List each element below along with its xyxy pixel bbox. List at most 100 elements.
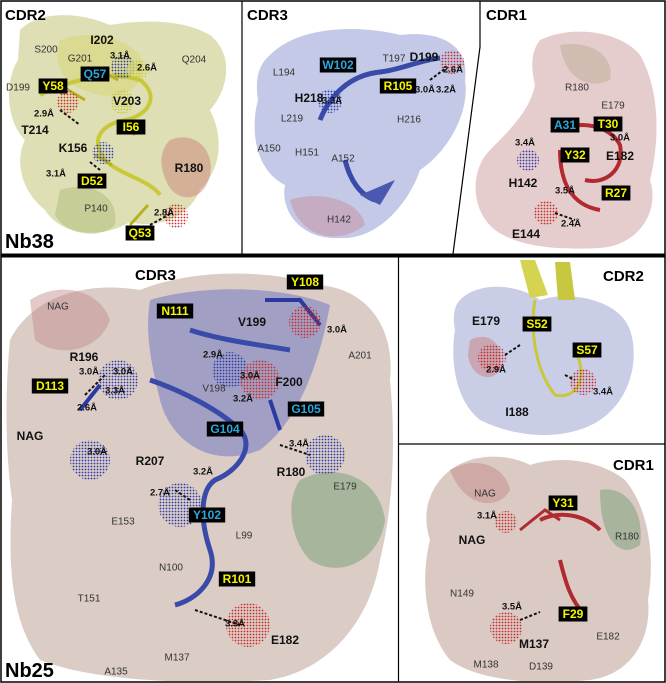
label-text: 3.0Å bbox=[240, 371, 260, 382]
label-text: E144 bbox=[512, 227, 540, 241]
residue-label-p3: H142 bbox=[509, 176, 538, 190]
label-text: H151 bbox=[295, 148, 319, 159]
h-bond bbox=[429, 67, 447, 81]
residue-label-p4: 3.4Å bbox=[289, 439, 309, 450]
contact-sphere bbox=[70, 440, 110, 480]
label-box bbox=[558, 606, 588, 622]
label-text: 3.4Å bbox=[593, 387, 613, 398]
residue-label-p3: T30 bbox=[593, 116, 623, 132]
residue-label-p1: 2.8Å bbox=[154, 208, 174, 219]
label-text: 3.0Å bbox=[415, 85, 435, 96]
residue-label-p1: G201 bbox=[68, 54, 93, 65]
residue-label-p5: 2.9Å bbox=[486, 365, 506, 376]
residue-label-p3: Y32 bbox=[560, 147, 590, 163]
label-text: E182 bbox=[596, 632, 620, 643]
surface-patch bbox=[30, 289, 110, 351]
label-text: N111 bbox=[161, 304, 189, 318]
label-text: Y31 bbox=[552, 496, 574, 510]
panel-nb25-cdr2 bbox=[453, 260, 634, 435]
residue-label-p4: D113 bbox=[31, 378, 69, 394]
residue-label-p1: R180 bbox=[175, 161, 204, 175]
label-text: 3.0Å bbox=[87, 447, 107, 458]
residue-label-p2: W102 bbox=[319, 57, 357, 73]
label-text: T151 bbox=[78, 594, 101, 605]
residue-label-p6: F29 bbox=[558, 606, 588, 622]
label-text: Y32 bbox=[564, 148, 586, 162]
residue-label-p4: 2.9Å bbox=[203, 350, 223, 361]
residue-label-p3: 3.4Å bbox=[515, 138, 535, 149]
label-text: F200 bbox=[275, 375, 303, 389]
residue-label-p3: 2.4Å bbox=[561, 219, 581, 230]
label-text: E182 bbox=[271, 633, 299, 647]
residue-label-p4: V198 bbox=[202, 384, 226, 395]
surface-patch bbox=[161, 137, 211, 198]
label-text: E179 bbox=[601, 101, 625, 112]
residue-label-p1: P140 bbox=[84, 204, 108, 215]
residue-label-p1: I202 bbox=[90, 33, 114, 47]
label-box bbox=[572, 342, 602, 358]
residue-label-p1: D52 bbox=[77, 173, 107, 189]
residue-label-p4: 3.0Å bbox=[79, 367, 99, 378]
residue-label-p1: D199 bbox=[6, 83, 30, 94]
residue-label-p2: H218 bbox=[295, 91, 324, 105]
contact-sphere bbox=[226, 603, 270, 647]
contact-sphere bbox=[534, 201, 558, 225]
label-text: Y58 bbox=[42, 79, 64, 93]
label-text: 3.0Å bbox=[327, 325, 347, 336]
label-text: E153 bbox=[111, 517, 135, 528]
label-text: 3.1Å bbox=[110, 51, 130, 62]
residue-label-p4: N100 bbox=[159, 563, 183, 574]
label-text: A201 bbox=[348, 351, 372, 362]
label-text: D199 bbox=[6, 83, 30, 94]
residue-label-p4: 3.0Å bbox=[327, 325, 347, 336]
residue-label-p4: E182 bbox=[271, 633, 299, 647]
label-text: 2.9Å bbox=[486, 365, 506, 376]
residue-label-p4: 3.0Å bbox=[113, 367, 133, 378]
label-box bbox=[125, 225, 155, 241]
label-box bbox=[522, 316, 552, 332]
label-box bbox=[38, 78, 68, 94]
residue-label-p4: NAG bbox=[17, 429, 44, 443]
surface-patch bbox=[55, 186, 116, 234]
label-text: F29 bbox=[563, 607, 584, 621]
residue-label-p4: A201 bbox=[348, 351, 372, 362]
residue-label-p2: T197 bbox=[383, 54, 406, 65]
residue-label-p4: R101 bbox=[218, 571, 256, 587]
residue-label-p1: 3.1Å bbox=[46, 169, 66, 180]
label-text: S57 bbox=[576, 343, 598, 357]
panel-title-p4: CDR3 bbox=[135, 267, 176, 284]
residue-label-p4: 2.6Å bbox=[77, 403, 97, 414]
residue-label-p4: 3.3Å bbox=[225, 619, 245, 630]
panel-title-p1: CDR2 bbox=[5, 7, 46, 24]
label-box bbox=[601, 185, 631, 201]
label-text: I188 bbox=[505, 405, 529, 419]
label-text: R101 bbox=[223, 572, 252, 586]
label-text: H218 bbox=[295, 91, 324, 105]
label-text: M137 bbox=[164, 653, 189, 664]
label-text: 3.5Å bbox=[502, 602, 522, 613]
residue-label-p1: S200 bbox=[34, 45, 58, 56]
label-box bbox=[206, 421, 244, 437]
residue-label-p4: G105 bbox=[287, 401, 325, 417]
residue-label-p3: E182 bbox=[606, 149, 634, 163]
residue-label-p6: Y31 bbox=[548, 495, 578, 511]
label-text: L99 bbox=[236, 531, 253, 542]
label-text: 3.2Å bbox=[233, 394, 253, 405]
residue-label-p4: F200 bbox=[275, 375, 303, 389]
label-text: D139 bbox=[529, 662, 553, 673]
panel-title-p5: CDR2 bbox=[603, 268, 644, 285]
h-bond bbox=[59, 109, 171, 226]
contact-sphere bbox=[570, 369, 596, 395]
label-text: Y108 bbox=[291, 275, 319, 289]
label-text: Q57 bbox=[84, 67, 107, 81]
label-text: 3.1Å bbox=[46, 169, 66, 180]
label-text: A152 bbox=[331, 154, 355, 165]
residue-label-p6: 3.1Å bbox=[477, 511, 497, 522]
label-text: Q204 bbox=[182, 55, 207, 66]
residue-label-p4: L99 bbox=[236, 531, 253, 542]
ribbon-arrow bbox=[555, 262, 575, 300]
label-text: G201 bbox=[68, 54, 93, 65]
contact-sphere bbox=[98, 360, 138, 400]
label-box bbox=[218, 571, 256, 587]
